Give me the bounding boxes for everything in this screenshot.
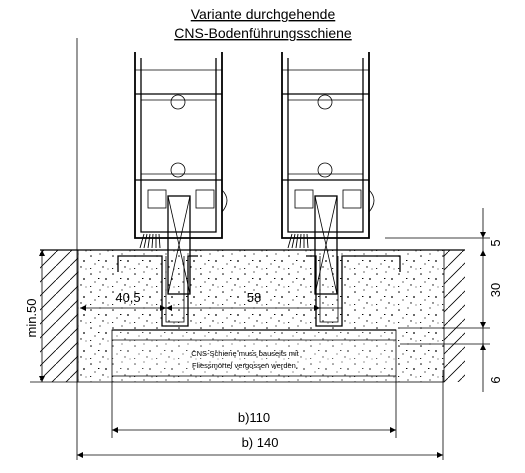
note-line-1: CNS-Schiene muss bauseits mit	[191, 349, 299, 358]
installation-note: CNS-Schiene muss bauseits mit Fliessmört…	[191, 349, 299, 370]
dim-outer-width: b) 140	[242, 435, 279, 450]
dim-layer-height: 30	[488, 283, 503, 297]
right-door-profile	[281, 52, 375, 239]
dim-rail-spacing: 58	[247, 290, 261, 305]
dim-base-height: 6	[488, 376, 503, 383]
title-line-1: Variante durchgehende	[191, 6, 336, 22]
dimension-labels: 5 30 6 min.50 40,5 58 b)110 b) 140	[24, 239, 503, 450]
dimension-lines	[30, 208, 486, 458]
note-line-2: Fliessmörtel vergossen werden.	[192, 361, 298, 370]
guide-rollers	[167, 195, 338, 295]
dim-min-depth: min.50	[24, 298, 39, 337]
axis-lines	[76, 38, 490, 460]
drawing-title: Variante durchgehende CNS-Bodenführungss…	[174, 6, 352, 41]
title-line-2: CNS-Bodenführungsschiene	[174, 25, 352, 41]
dim-left-spacing: 40,5	[115, 290, 140, 305]
dim-inner-width: b)110	[238, 410, 270, 425]
dim-top-offset: 5	[488, 239, 503, 246]
left-door-profile	[134, 52, 228, 239]
brush-seals	[139, 233, 309, 249]
mortar-bed	[111, 329, 397, 377]
guide-rail	[117, 255, 401, 327]
